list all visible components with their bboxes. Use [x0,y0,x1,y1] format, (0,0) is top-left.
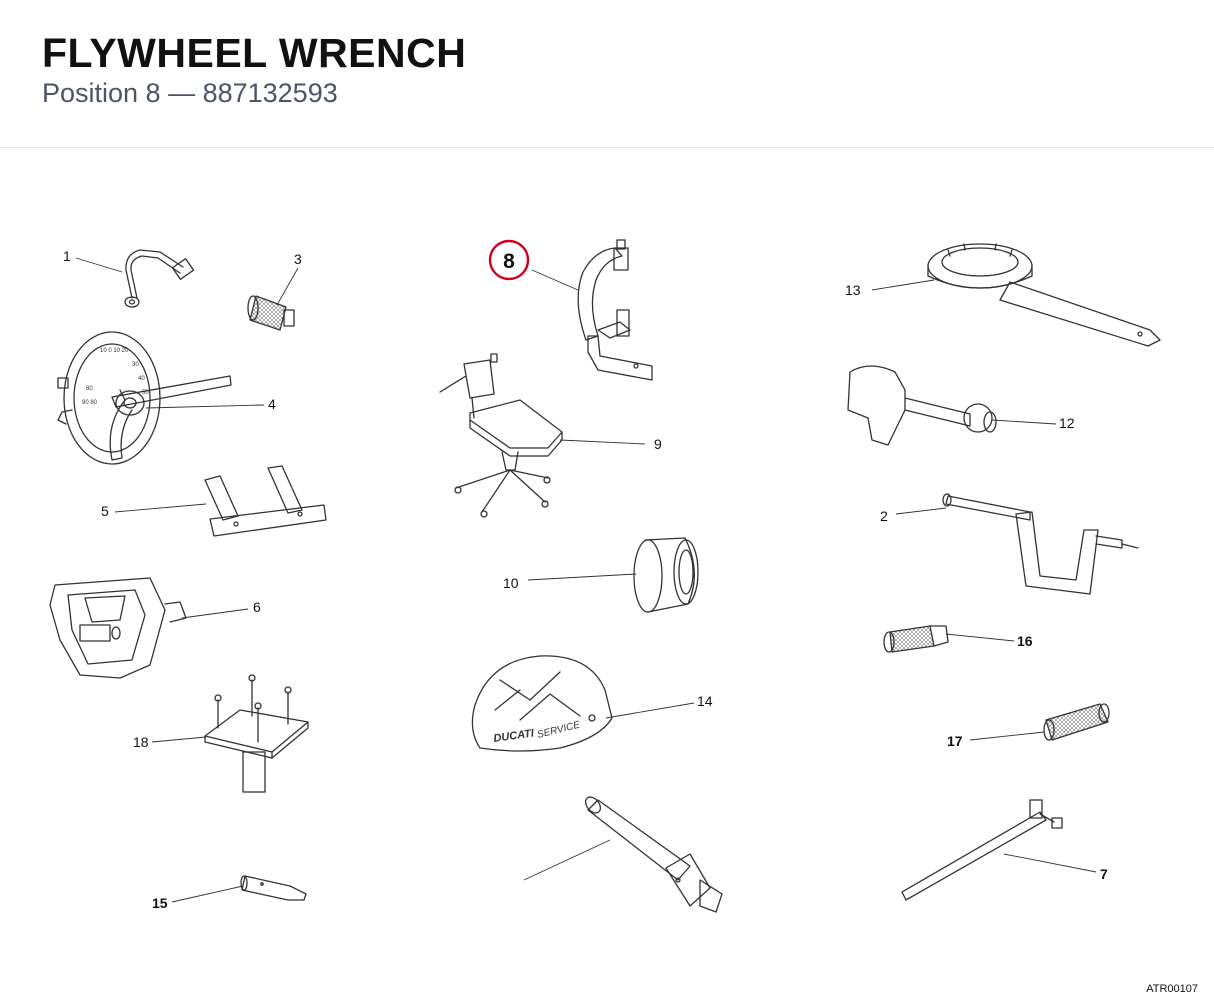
svg-text:90 80: 90 80 [82,400,98,406]
tool-9-drawing [439,353,563,518]
callout-label: 9 [654,436,662,452]
svg-text:80: 80 [86,386,93,392]
tool-7-drawing [901,799,1063,901]
tool-10-drawing [633,537,699,613]
svg-text:10 0 10 20: 10 0 10 20 [100,348,129,354]
page-title: FLYWHEEL WRENCH [42,30,467,76]
callout-label: 10 [503,575,519,591]
tool-4-scale: 10 0 10 20 30 40 50 80 90 80 [82,348,149,406]
callout-label: 6 [253,599,261,615]
tool-2-drawing [942,493,1139,595]
tool-12-drawing [927,243,1161,347]
cover-brand: DUCATI [493,727,536,745]
tool-4-drawing [57,331,232,465]
callout-label: 4 [268,396,276,412]
tool-1-drawing [124,249,195,308]
callout-label: 5 [101,503,109,519]
highlight-callout-label: 8 [503,250,515,273]
svg-text:50: 50 [142,390,149,396]
tool-5-drawing [204,465,327,537]
callout-label: 17 [947,733,963,749]
tool-11-drawing [847,365,997,446]
tool-diagram: 10 0 10 20 30 40 50 80 90 80 [49,239,1161,913]
tool-18-drawing [584,796,723,913]
svg-text:30: 30 [132,362,139,368]
callout-label: 3 [294,251,302,267]
cover-service: SERVICE [536,720,581,741]
highlight-circle [488,239,530,281]
callout-label: 13 [845,282,861,298]
tool-14-drawing [240,875,307,901]
tool-13-drawing [471,655,613,752]
callout-label: 2 [880,508,888,524]
tool-8-drawing [577,239,653,381]
tool-3-drawing [247,295,295,331]
callout-label: 15 [152,895,168,911]
leader-lines [75,257,1097,903]
callout-label: 12 [1059,415,1075,431]
tool-6-drawing [49,577,187,679]
callout-label: 18 [133,734,149,750]
page-subtitle: Position 8 — 887132593 [42,78,338,108]
tool-15-drawing [883,625,949,653]
tool-17-drawing [204,674,309,793]
tool-16-drawing [1043,703,1110,741]
callout-labels: 1 3 4 5 6 18 15 9 10 14 13 12 2 16 17 7 … [63,248,1108,911]
callout-label: 16 [1017,633,1033,649]
header: FLYWHEEL WRENCH Position 8 — 887132593 [0,0,1214,148]
svg-text:40: 40 [138,376,145,382]
callout-label: 1 [63,248,71,264]
callout-label: 7 [1100,866,1108,882]
drawing-code: ATR00107 [1146,983,1198,995]
cover-text: DUCATI SERVICE [493,720,582,745]
callout-label: 14 [697,693,713,709]
